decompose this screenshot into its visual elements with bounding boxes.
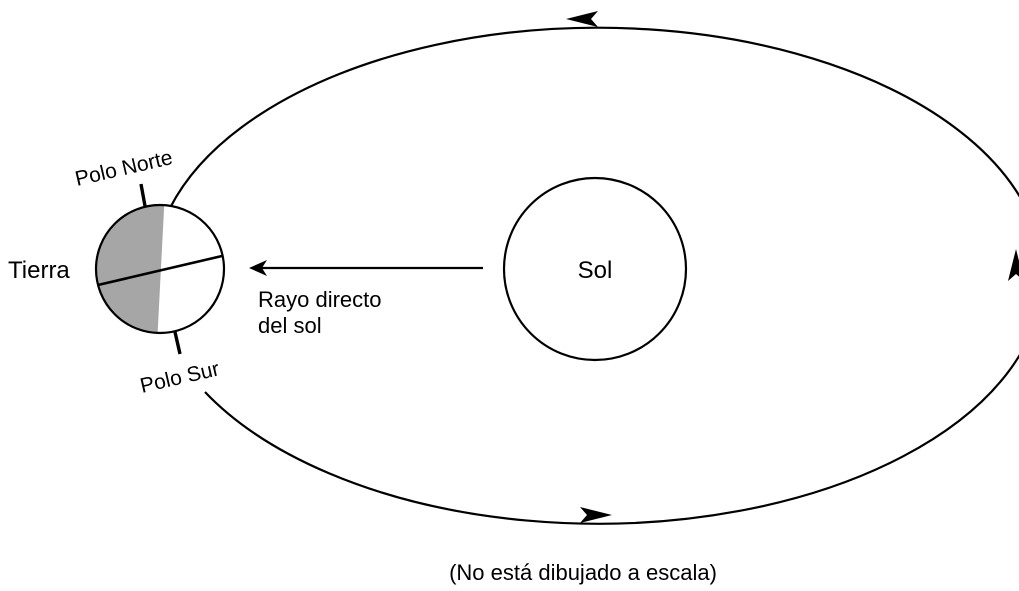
arrowhead-icon	[566, 11, 598, 27]
arrow-left-icon	[249, 260, 267, 276]
orbit-arrow-right	[1008, 249, 1019, 281]
orbit-arrow-top	[566, 11, 598, 27]
arrowhead-icon	[1008, 249, 1019, 281]
sun-label: Sol	[578, 257, 613, 284]
north-pole-label: Polo Norte	[73, 146, 175, 191]
orbit	[169, 26, 1019, 525]
south-pole-label: Polo Sur	[138, 357, 222, 398]
sun-ray-label-line1: Rayo directo	[258, 287, 382, 312]
south-pole-axis	[173, 331, 182, 355]
sun-ray	[249, 260, 483, 276]
sun-circle	[502, 176, 688, 362]
north-pole-axis	[139, 183, 147, 207]
scale-caption: (No está dibujado a escala)	[449, 560, 717, 585]
arrowhead-icon	[580, 507, 612, 523]
orbit-arrow-bottom	[580, 507, 612, 523]
orbit-path	[169, 26, 1019, 525]
earth-equator	[97, 254, 223, 287]
earth-outline	[94, 203, 226, 335]
earth-label: Tierra	[8, 257, 70, 284]
earth	[94, 183, 226, 355]
sun: Sol	[502, 176, 688, 362]
sun-ray-label-line2: del sol	[258, 313, 322, 338]
